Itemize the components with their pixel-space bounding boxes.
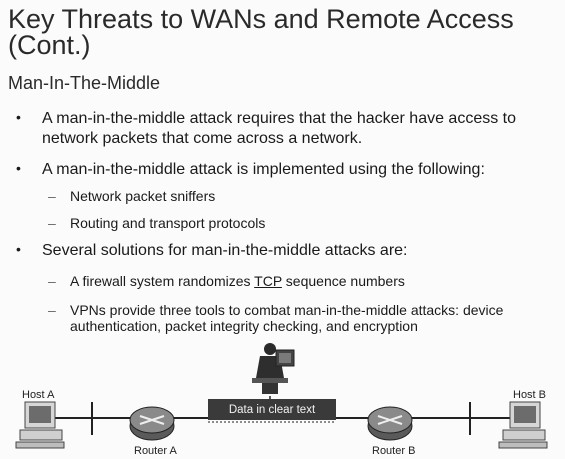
slide-subtitle: Man-In-The-Middle — [8, 73, 161, 93]
tcp-term: TCP — [254, 273, 282, 289]
sub-bullet-text: Network packet sniffers — [70, 188, 216, 204]
bullet-dot-icon: • — [16, 109, 21, 125]
host-b-label: Host B — [513, 389, 547, 401]
sub-bullet-text-part: sequence numbers — [285, 273, 405, 289]
attacker-icon — [252, 343, 295, 394]
bullet-1-text: A man-in-the-middle attack requires that… — [42, 110, 517, 147]
clear-text-banner: Data in clear text — [208, 399, 336, 420]
router-b-icon — [367, 406, 413, 441]
router-a-label: Router A — [134, 445, 177, 457]
bullet-2-text: A man-in-the-middle attack is implemente… — [42, 161, 485, 178]
router-a-icon — [129, 406, 175, 441]
host-b-icon — [498, 401, 548, 449]
slide-title: Key Threats to WANs and Remote Access (C… — [8, 4, 514, 60]
dash-icon: – — [48, 302, 56, 318]
dash-icon: – — [48, 215, 56, 231]
bullet-dot-icon: • — [16, 241, 21, 257]
bullet-dot-icon: • — [16, 160, 21, 176]
host-a-label: Host A — [22, 389, 55, 401]
bullet-3-text: Several solutions for man-in-the-middle … — [42, 242, 408, 259]
dash-icon: – — [48, 273, 56, 289]
sub-bullet-text: A firewall system randomizes TCP sequenc… — [70, 273, 540, 289]
sub-bullet-text-part: A firewall system randomizes — [70, 273, 251, 289]
dash-icon: – — [48, 188, 56, 204]
sub-bullet-text: VPNs provide three tools to combat man-i… — [70, 302, 504, 334]
router-b-label: Router B — [372, 445, 416, 457]
network-diagram: Host A Host B Router A Router B Data in … — [0, 340, 565, 459]
sub-bullet-text: Routing and transport protocols — [70, 215, 266, 231]
host-a-icon — [15, 401, 65, 449]
